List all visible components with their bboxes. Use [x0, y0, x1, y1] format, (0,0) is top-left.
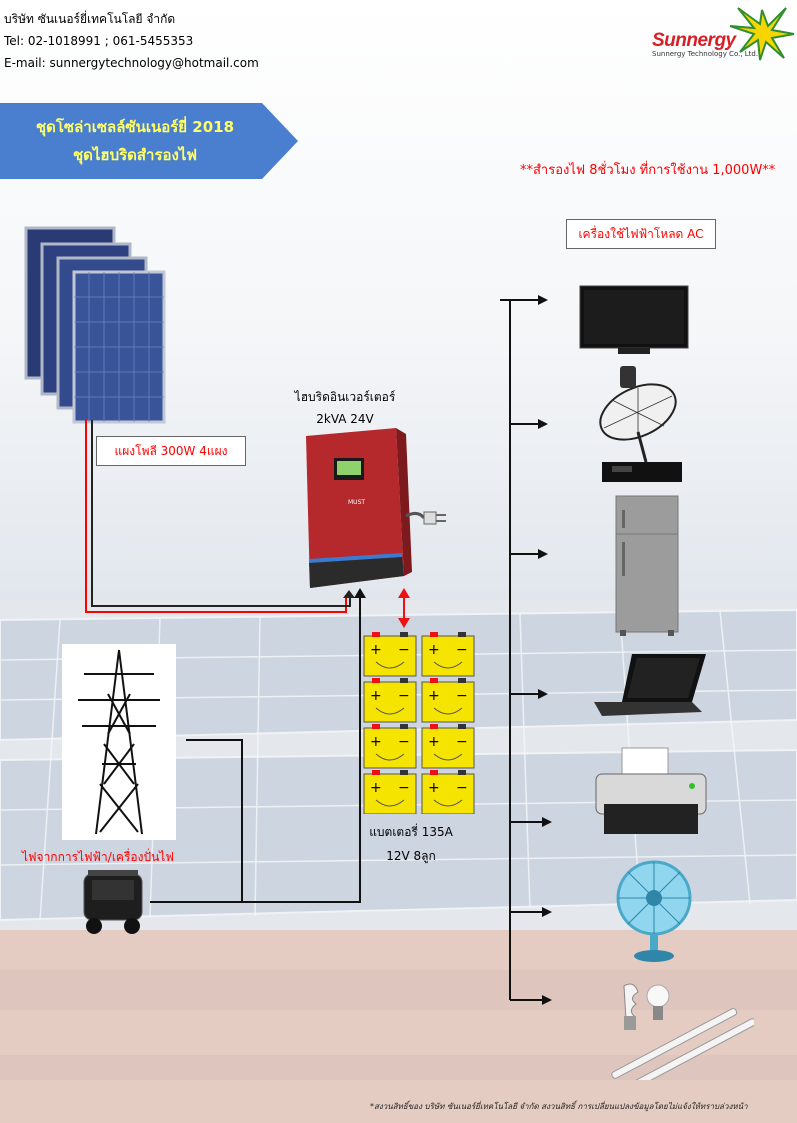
panel-label: แผงโพลี 300W 4แผง [96, 436, 246, 466]
battery-spec: 12V 8ลูก [386, 849, 436, 863]
title-line-1: ชุดโซล่าเซลล์ซันเนอร์ยี่ 2018 [35, 118, 235, 136]
solar-panels-icon [24, 226, 166, 424]
svg-text:−: − [398, 642, 410, 658]
printer-icon [595, 747, 707, 834]
battery-capacity: แบตเตอรี่ 135A [369, 825, 453, 839]
title-banner: ชุดโซล่าเซลล์ซันเนอร์ยี่ 2018 ชุดไฮบริดส… [0, 103, 298, 179]
backup-note: **สำรองไฟ 8ชั่วโมง ที่การใช้งาน 1,000W** [520, 163, 776, 178]
svg-text:+: + [370, 642, 382, 658]
inverter-brand: MUST [348, 499, 365, 506]
logo-name: Sunnergy [652, 30, 736, 51]
title-line-2: ชุดไฮบริดสำรองไฟ [72, 146, 198, 164]
inverter-icon: MUST [306, 428, 446, 588]
laptop-icon [594, 654, 706, 716]
logo-subtitle: Sunnergy Technology Co., Ltd. [652, 50, 759, 58]
load-label: เครื่องใช้ไฟฟ้าโหลด AC [566, 219, 716, 249]
fan-icon [616, 860, 692, 962]
inverter-label: ไฮบริดอินเวอร์เตอร์ 2kVA 24V [290, 386, 400, 430]
company-info: บริษัท ซันเนอร์ยี่เทคโนโลยี จำกัด Tel: 0… [4, 8, 259, 74]
inverter-name: ไฮบริดอินเวอร์เตอร์ [294, 390, 396, 404]
sun-star-icon [729, 7, 795, 61]
footer-note: *สงวนสิทธิ์ของ บริษัท ซันเนอร์ยี่เทคโนโล… [370, 1102, 748, 1111]
tv-icon [579, 285, 689, 354]
generator-icon [83, 870, 143, 934]
sunnergy-logo: Sunnergy Sunnergy Technology Co., Ltd. [652, 30, 758, 58]
transmission-tower-icon [78, 649, 160, 835]
battery-label: แบตเตอรี่ 135A 12V 8ลูก [366, 820, 456, 868]
company-tel: Tel: 02-1018991 ; 061-5455353 [4, 34, 194, 48]
battery-bank-icon: + − [363, 632, 475, 814]
grid-label: ไฟจากการไฟฟ้า/เครื่องปั่นไฟ [22, 850, 174, 864]
satellite-dish-icon [599, 366, 682, 482]
company-email: E-mail: sunnergytechnology@hotmail.com [4, 56, 259, 70]
light-bulb-icon [611, 983, 754, 1080]
company-name: บริษัท ซันเนอร์ยี่เทคโนโลยี จำกัด [4, 12, 176, 26]
refrigerator-icon [615, 495, 679, 636]
